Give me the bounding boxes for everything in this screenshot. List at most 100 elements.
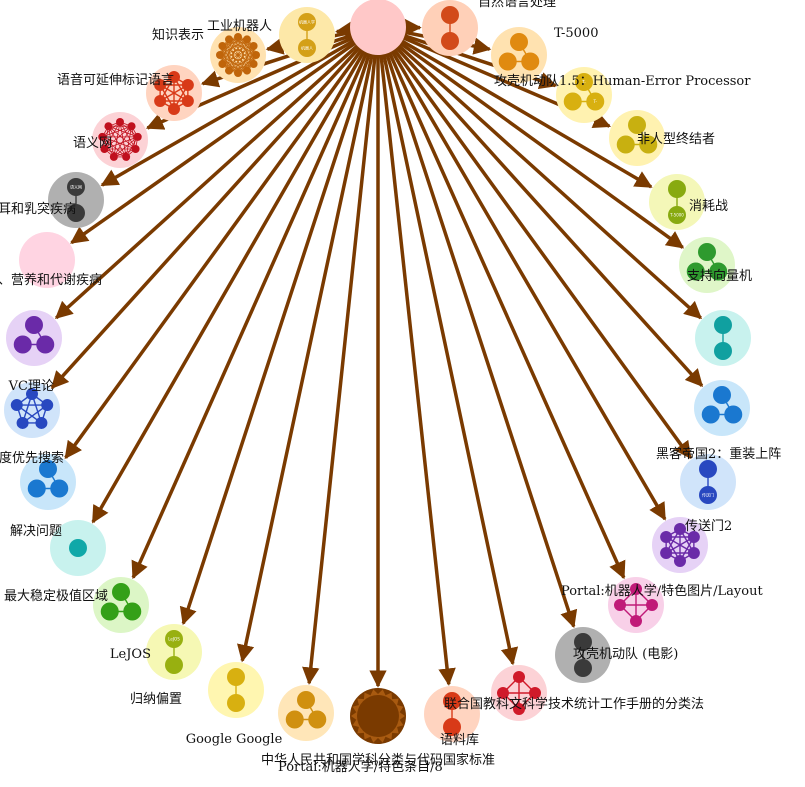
sub-node bbox=[100, 602, 119, 621]
sub-node bbox=[686, 262, 705, 281]
sub-node bbox=[234, 69, 242, 77]
node-19[interactable] bbox=[93, 577, 149, 633]
sub-node bbox=[639, 135, 658, 154]
sub-link bbox=[222, 45, 239, 74]
node-23[interactable] bbox=[6, 310, 62, 366]
node-17[interactable] bbox=[208, 662, 264, 718]
node-label: 联合国教科文科学技术统计工作手册的分类法 bbox=[444, 696, 704, 712]
sub-node-label: 机器人 bbox=[301, 44, 313, 50]
node-label: 中华人民共和国学科分类与代码国家标准 bbox=[261, 752, 495, 768]
sub-node bbox=[308, 710, 327, 729]
node-25[interactable]: 语义网 bbox=[48, 172, 104, 228]
sub-node bbox=[441, 32, 459, 50]
node-26[interactable] bbox=[92, 112, 148, 168]
node-24[interactable] bbox=[19, 232, 75, 288]
sub-node bbox=[27, 479, 46, 498]
node-15[interactable] bbox=[350, 688, 406, 744]
sub-node bbox=[123, 602, 142, 621]
node-label: Google Google bbox=[186, 732, 283, 747]
sub-node bbox=[563, 92, 582, 111]
node-label: 最大稳定极值区域 bbox=[4, 588, 108, 604]
sub-node bbox=[521, 52, 540, 71]
node-4[interactable] bbox=[609, 110, 665, 166]
sub-node bbox=[127, 122, 136, 131]
node-label: 攻壳机动队1.5：Human-Error Processor bbox=[494, 74, 751, 89]
node-13[interactable] bbox=[491, 665, 547, 721]
node-1[interactable] bbox=[422, 0, 478, 56]
sub-link bbox=[102, 136, 136, 150]
sub-node bbox=[724, 405, 743, 424]
hub-circle[interactable] bbox=[350, 0, 406, 55]
node-10[interactable] bbox=[652, 517, 708, 573]
sub-node bbox=[614, 599, 626, 611]
sub-node bbox=[181, 95, 194, 107]
node-12[interactable] bbox=[555, 627, 611, 683]
sub-node bbox=[116, 118, 124, 126]
sub-node bbox=[133, 132, 142, 141]
node-20[interactable] bbox=[50, 520, 106, 576]
hub-node[interactable] bbox=[350, 0, 406, 55]
sub-node bbox=[112, 583, 130, 601]
node-label: 语音可延伸标记语言 bbox=[57, 72, 174, 88]
sub-node bbox=[249, 42, 258, 50]
edge-17 bbox=[237, 43, 377, 663]
node-7[interactable] bbox=[695, 310, 751, 366]
sub-node bbox=[227, 668, 245, 686]
sub-link bbox=[222, 39, 230, 65]
node-27[interactable] bbox=[146, 65, 202, 121]
sub-node bbox=[630, 583, 642, 595]
node-label: 语料库 bbox=[440, 732, 479, 748]
node-5[interactable]: T-5000 bbox=[649, 174, 705, 230]
sub-node bbox=[674, 555, 686, 567]
sub-node-label: 传送门 bbox=[702, 491, 714, 497]
node-21[interactable] bbox=[20, 454, 76, 510]
sub-node bbox=[586, 92, 605, 111]
node-22[interactable] bbox=[4, 382, 60, 438]
sub-link bbox=[108, 126, 127, 158]
sub-link bbox=[119, 121, 127, 157]
sub-node bbox=[674, 523, 686, 535]
sub-node-label: LeJOS bbox=[168, 636, 180, 641]
node-label: 非人型终结者 bbox=[637, 131, 715, 147]
node-28[interactable] bbox=[210, 27, 266, 83]
sub-link bbox=[108, 126, 115, 157]
node-16[interactable] bbox=[278, 685, 334, 741]
node-11[interactable] bbox=[608, 577, 664, 633]
sub-node bbox=[513, 703, 525, 715]
node-9[interactable]: 传送门 bbox=[680, 454, 736, 510]
sub-node bbox=[699, 486, 717, 504]
sub-node bbox=[660, 531, 673, 543]
sub-node bbox=[218, 60, 227, 68]
sub-node bbox=[714, 316, 732, 334]
node-2[interactable] bbox=[491, 27, 547, 83]
sub-node-label: T- bbox=[592, 99, 597, 104]
sub-node-label: T- bbox=[581, 79, 586, 84]
sub-node bbox=[165, 630, 183, 648]
sub-node bbox=[154, 95, 167, 107]
sub-node bbox=[225, 66, 233, 75]
node-label: 归纳偏置 bbox=[130, 692, 182, 707]
node-18[interactable]: LeJOS bbox=[146, 624, 202, 680]
node-label: 第八章：耳和乳突疾病 bbox=[0, 201, 76, 217]
sub-node bbox=[698, 243, 716, 261]
node-14[interactable] bbox=[424, 686, 480, 742]
node-halo[interactable] bbox=[19, 232, 75, 288]
node-label: Portal:机器人学/特色图片/Layout bbox=[561, 583, 763, 599]
sub-node bbox=[243, 35, 251, 44]
sub-node bbox=[297, 691, 315, 709]
sub-link bbox=[228, 39, 239, 74]
node-3[interactable]: T- T- bbox=[556, 67, 612, 123]
node-label: 支持向量机 bbox=[687, 268, 752, 284]
sub-node bbox=[687, 547, 700, 559]
sub-node bbox=[443, 692, 461, 710]
node-label: LeJOS bbox=[110, 647, 151, 662]
sub-node bbox=[181, 79, 194, 91]
node-8[interactable] bbox=[694, 380, 750, 436]
sub-node bbox=[575, 73, 593, 91]
sub-node bbox=[574, 659, 592, 677]
node-6[interactable] bbox=[679, 237, 735, 293]
node-label: Portal:机器人学/特色条目/8 bbox=[278, 759, 443, 775]
